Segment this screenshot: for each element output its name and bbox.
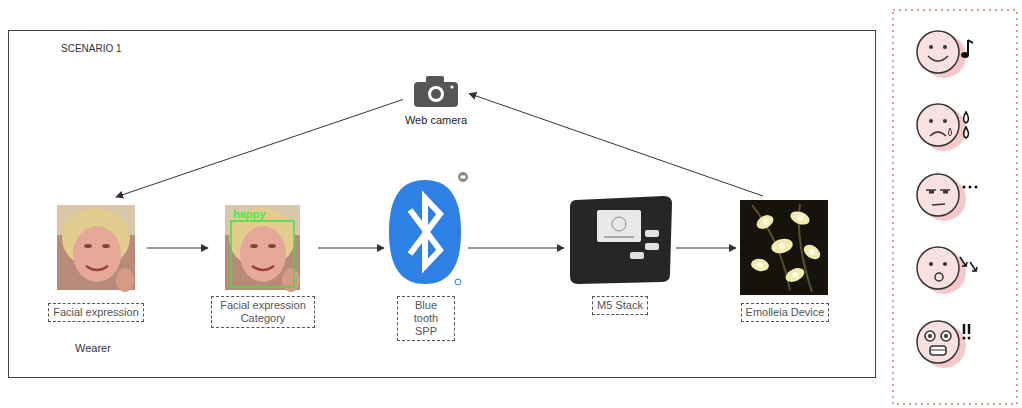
step-label: Facial expression <box>48 303 144 322</box>
pipeline-step: Blue tooth SPP <box>387 176 465 341</box>
camera-node: Web camera <box>405 72 467 127</box>
flow-arrow <box>318 248 384 249</box>
step-label: Blue tooth SPP <box>397 296 455 341</box>
bluetooth-logo <box>389 172 468 285</box>
m5stack-device <box>570 196 672 284</box>
picture-slot <box>567 194 673 296</box>
pipeline-step: Facial expression <box>48 200 144 322</box>
emolleia-photo <box>740 200 828 295</box>
camera-label: Web camera <box>405 114 467 127</box>
step-label: Emolleia Device <box>741 303 830 322</box>
flow-arrow <box>116 100 403 198</box>
picture-slot <box>387 176 465 296</box>
face-photo-classified <box>225 205 300 292</box>
flow-arrow <box>147 248 208 249</box>
classifier-label: happy <box>233 208 265 220</box>
scenario-frame: SCENARIO 1 Web cameraFacial expression Fac… <box>8 30 876 378</box>
face-photo <box>57 205 135 292</box>
picture-slot <box>739 199 831 303</box>
step-label: Facial expression Category <box>211 296 315 328</box>
pipeline-step: M5 Stack <box>567 194 673 315</box>
pipeline-step: Emolleia Device <box>739 199 831 322</box>
role-label: Wearer <box>75 342 111 354</box>
step-label: M5 Stack <box>592 296 648 315</box>
scenario-title: SCENARIO 1 <box>61 43 122 54</box>
flow-arrow <box>468 248 564 249</box>
picture-slot <box>406 72 466 114</box>
camera-icon <box>414 76 458 107</box>
picture-slot <box>56 200 136 303</box>
flow-arrow <box>676 248 736 249</box>
emotion-panel <box>893 10 1017 404</box>
flow-arrow <box>469 94 763 197</box>
